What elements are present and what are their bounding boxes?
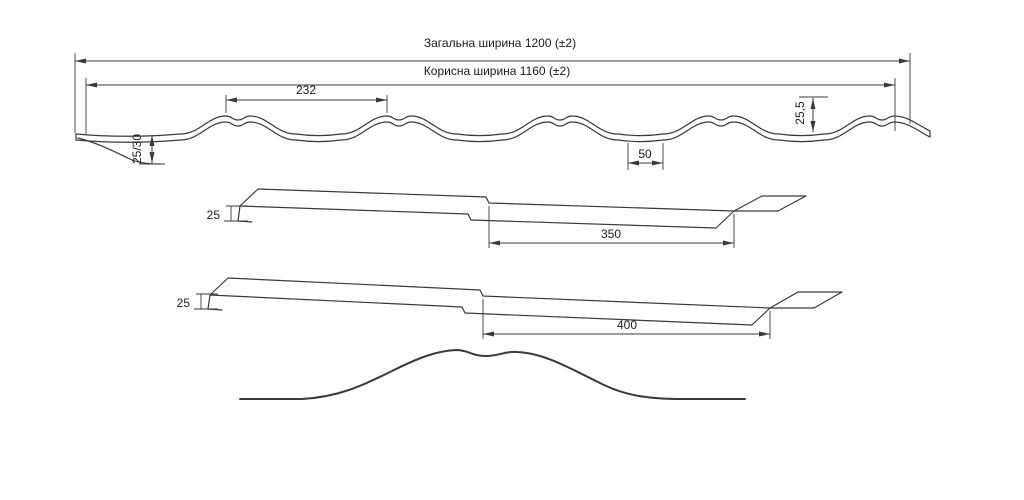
strip-near-edge [239, 205, 717, 229]
strip-left-end [209, 277, 229, 296]
strip-right-end [751, 307, 771, 326]
sheet-bottom-line [75, 121, 931, 143]
step-height-bracket [194, 293, 218, 310]
wave-pitch-extension-lines [225, 95, 388, 113]
wave-pitch-label: 232 [296, 83, 316, 97]
edge-height-label: 25/30 [130, 134, 144, 164]
wave-curve [239, 348, 746, 400]
wave-curve-view [239, 348, 746, 400]
overlap-height-label: 25,5 [793, 101, 807, 125]
step-height-label: 25 [207, 208, 221, 222]
sheet-end-caps [75, 130, 931, 141]
module-side-view-350: 25 350 [207, 188, 807, 248]
strip-left-fold [207, 294, 223, 311]
strip-near-edge [209, 294, 753, 326]
useful-width-extension-lines [85, 78, 896, 134]
step-height-bracket [224, 205, 248, 222]
strip-end-flap [733, 195, 807, 212]
sheet-top-line [75, 115, 931, 137]
overlap-length-extension-lines [482, 299, 771, 339]
overlap-length-label: 400 [617, 318, 637, 332]
strip-right-end [715, 210, 735, 229]
overlap-length-extension-lines [488, 206, 735, 248]
strip-end-flap [769, 291, 843, 309]
valley-width-label: 50 [638, 147, 652, 161]
total-width-label: Загальна ширина 1200 (±2) [424, 36, 576, 50]
module-side-view-400: 25 400 [177, 277, 843, 339]
overlap-length-label: 350 [601, 227, 621, 241]
strip-left-fold [237, 205, 253, 223]
total-width-extension-lines [74, 53, 911, 133]
valley-width-extension-lines [627, 143, 664, 170]
useful-width-label: Корисна ширина 1160 (±2) [424, 64, 570, 78]
step-height-label: 25 [177, 296, 191, 310]
strip-top-edge [257, 188, 735, 212]
profile-cross-section: Загальна ширина 1200 (±2) Корисна ширина… [74, 36, 931, 170]
strip-top-edge [227, 277, 771, 309]
strip-left-end [239, 188, 259, 207]
